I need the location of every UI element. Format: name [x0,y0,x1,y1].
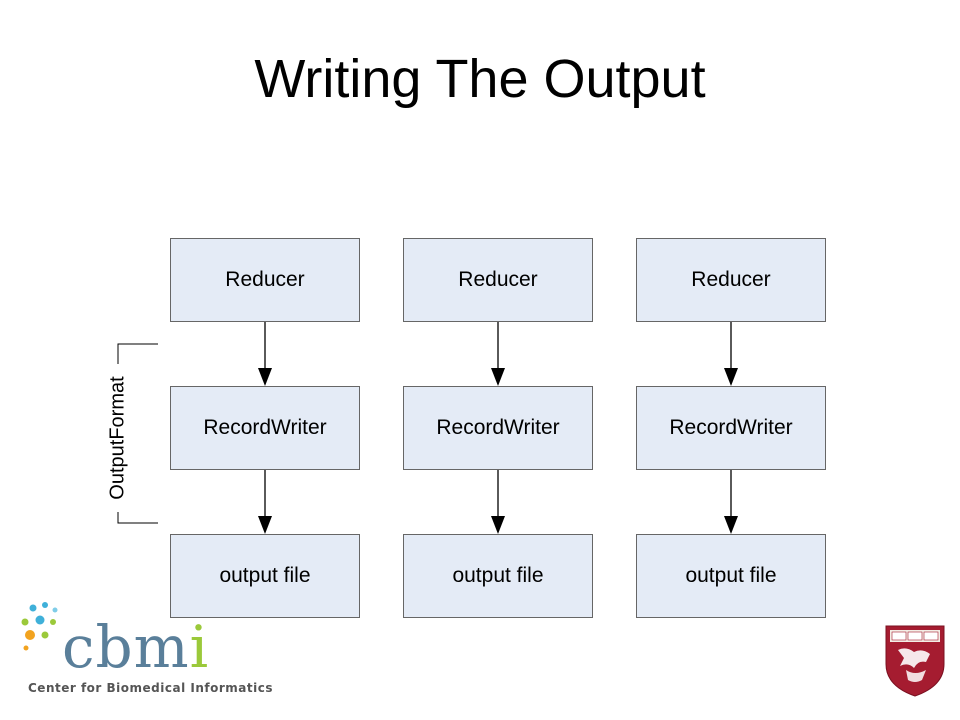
recordwriter-box-2: RecordWriter [403,386,593,470]
outputformat-bracket [117,343,158,524]
arrowhead-3b [724,516,738,534]
reducer-box-2: Reducer [403,238,593,322]
output-file-box-1: output file [170,534,360,618]
arrowhead-2a [491,368,505,386]
cbmi-logo-i: i [189,613,210,681]
cbmi-logo-main: cbm [62,613,190,681]
slide-title: Writing The Output [254,49,706,109]
outputformat-label: OutputFormat [106,376,129,500]
output-file-box-2: output file [403,534,593,618]
arrowhead-1b [258,516,272,534]
arrowhead-3a [724,368,738,386]
harvard-shield-icon [885,625,945,697]
recordwriter-box-3: RecordWriter [636,386,826,470]
output-file-box-3: output file [636,534,826,618]
reducer-box-3: Reducer [636,238,826,322]
arrowhead-1a [258,368,272,386]
reducer-box-1: Reducer [170,238,360,322]
arrowhead-2b [491,516,505,534]
cbmi-dots-icon [21,602,58,651]
cbmi-logo-text: cbmi [62,618,209,676]
cbmi-subtitle: Center for Biomedical Informatics [28,681,273,695]
recordwriter-box-1: RecordWriter [170,386,360,470]
